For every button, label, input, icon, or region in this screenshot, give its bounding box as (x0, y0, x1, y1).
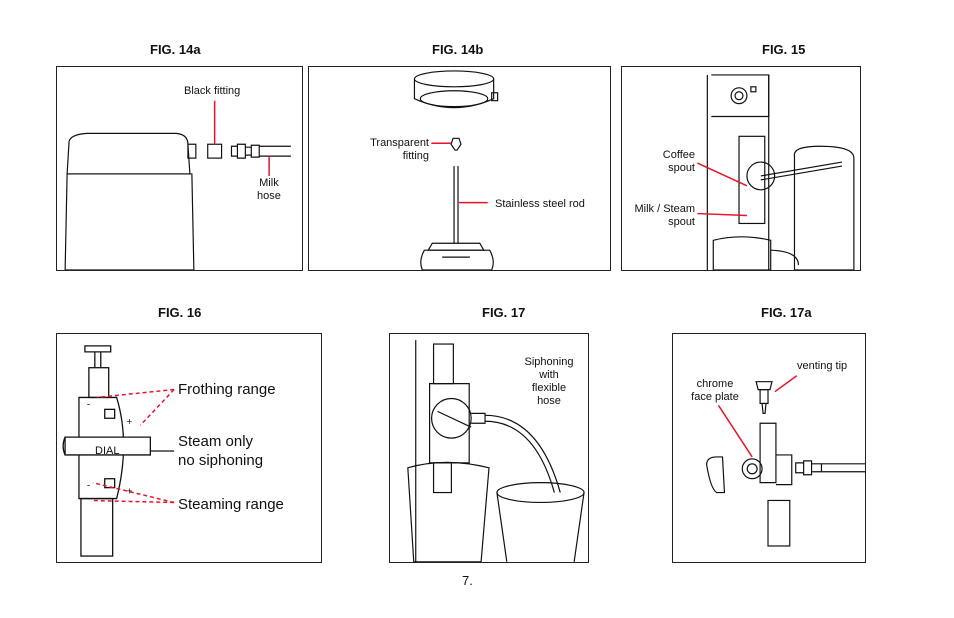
label-transparent-fitting: Transparent fitting (370, 137, 429, 162)
label-milk-hose: Milk hose (257, 177, 281, 202)
fig-14a-title: FIG. 14a (150, 42, 201, 57)
fig-14a-panel: Black fitting Milk hose (56, 66, 303, 271)
fig-16-illustration: - + - + (62, 345, 175, 557)
label-black-fitting: Black fitting (184, 85, 241, 97)
fig-14b-panel: Transparent fitting Stainless steel rod (308, 66, 611, 271)
fig-16-panel: - + - + DIAL Frothing range Steam only n… (56, 333, 322, 563)
fig-17a-panel: venting tip chrome face plate (672, 333, 866, 563)
svg-text:+: + (127, 417, 133, 428)
label-coffee-spout: Coffee spout (662, 149, 695, 174)
fig-15-title: FIG. 15 (762, 42, 806, 57)
fig-15-panel: Coffee spout Milk / Steam spout (621, 66, 861, 271)
fig-17a-title: FIG. 17a (761, 305, 812, 320)
svg-text:-: - (87, 481, 90, 492)
fig-17-illustration (407, 340, 585, 562)
fig-17a-illustration (706, 375, 865, 547)
fig-17-title: FIG. 17 (482, 305, 526, 320)
dial-label: DIAL (95, 445, 120, 457)
page-number: 7. (462, 573, 473, 588)
fig-14a-illustration (64, 100, 291, 270)
label-frothing-range: Frothing range (178, 381, 276, 398)
svg-text:-: - (87, 399, 90, 410)
label-steam-only: Steam only no siphoning (178, 433, 264, 469)
label-steaming-range: Steaming range (178, 496, 284, 513)
fig-14b-illustration (413, 70, 499, 270)
fig-15-illustration (697, 74, 855, 270)
fig-16-title: FIG. 16 (158, 305, 202, 320)
label-milk-steam-spout: Milk / Steam spout (634, 203, 695, 228)
label-stainless-rod: Stainless steel rod (495, 198, 585, 210)
svg-text:+: + (127, 487, 133, 498)
fig-14b-title: FIG. 14b (432, 42, 484, 57)
label-chrome-face-plate: chrome face plate (691, 378, 739, 403)
label-siphoning: Siphoning with flexible hose (524, 356, 574, 407)
fig-17-panel: Siphoning with flexible hose (389, 333, 589, 563)
label-venting-tip: venting tip (797, 360, 848, 372)
